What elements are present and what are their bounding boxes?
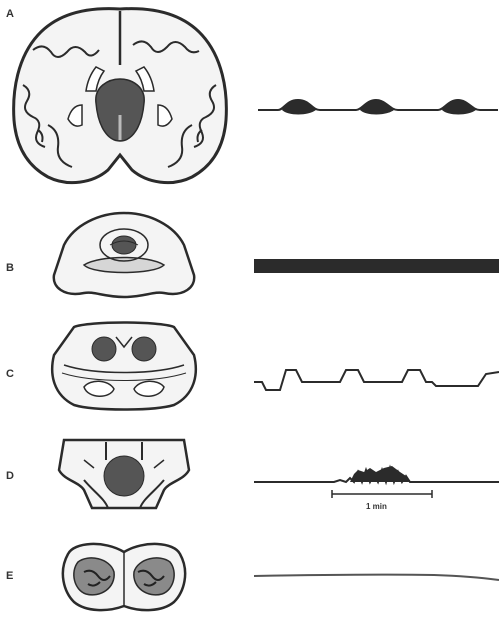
panel-b: B	[0, 200, 499, 310]
time-scale-bar	[330, 488, 440, 500]
panel-e: E	[0, 530, 499, 617]
panel-c: C	[0, 310, 499, 420]
panel-label-c: C	[6, 368, 14, 380]
panel-label-e: E	[6, 570, 13, 582]
trace-a-periodic-bursts	[258, 88, 498, 128]
trace-c-square-waves	[254, 362, 499, 402]
upper-medulla-section	[44, 420, 204, 520]
pons-section	[44, 315, 204, 415]
coronal-brain-section	[8, 5, 238, 195]
lower-medulla-section	[44, 532, 204, 617]
panel-label-b: B	[6, 262, 14, 274]
panel-a: A	[0, 0, 499, 200]
midbrain-section	[44, 205, 204, 305]
panel-d: D 1 min	[0, 420, 499, 530]
panel-label-d: D	[6, 470, 14, 482]
trace-e-flat-line	[254, 566, 499, 586]
scale-bar-label: 1 min	[366, 502, 387, 511]
trace-b-continuous-activity	[254, 256, 499, 276]
